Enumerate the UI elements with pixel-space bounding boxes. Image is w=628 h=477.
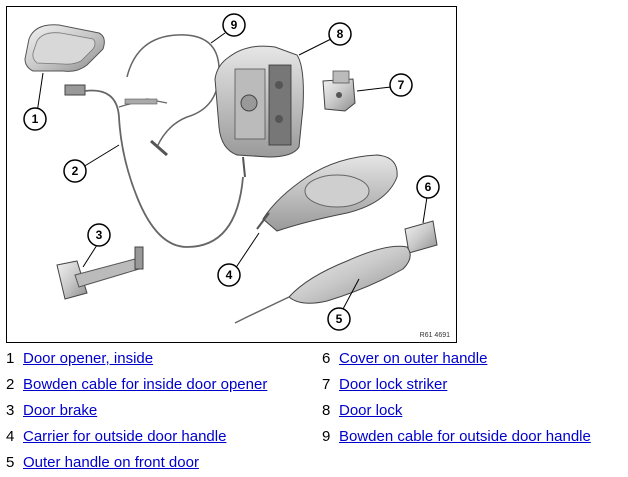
parts-illustration: 1 2 3 4 5 6 7 — [7, 7, 456, 342]
legend-number: 1 — [6, 350, 23, 368]
inside-door-opener-part — [25, 25, 104, 72]
legend-link-handle-cover[interactable]: Cover on outer handle — [339, 350, 487, 367]
callout-label-5: 5 — [336, 312, 343, 326]
callout-label-6: 6 — [425, 180, 432, 194]
callout-label-2: 2 — [72, 164, 79, 178]
door-lock-striker-part — [323, 71, 355, 111]
legend-link-door-lock[interactable]: Door lock — [339, 402, 402, 419]
legend-link-handle-carrier[interactable]: Carrier for outside door handle — [23, 428, 226, 445]
callout-4: 4 — [218, 233, 259, 286]
callout-6: 6 — [417, 176, 439, 223]
outer-handle-part — [235, 246, 410, 323]
parts-diagram: 1 2 3 4 5 6 7 — [6, 6, 457, 343]
legend-number: 6 — [322, 350, 339, 368]
callout-label-1: 1 — [32, 112, 39, 126]
inside-cable-part — [65, 85, 243, 247]
handle-carrier-part — [257, 155, 397, 231]
legend-number: 3 — [6, 402, 23, 420]
legend-link-door-opener[interactable]: Door opener, inside — [23, 350, 153, 367]
callout-3: 3 — [83, 224, 110, 267]
legend-link-outside-cable[interactable]: Bowden cable for outside door handle — [339, 428, 591, 445]
figure-code: R61 4691 — [420, 332, 450, 339]
callout-label-4: 4 — [226, 268, 233, 282]
legend-number: 4 — [6, 428, 23, 446]
callout-8: 8 — [299, 23, 351, 55]
callout-1: 1 — [24, 73, 46, 130]
handle-cover-part — [405, 221, 437, 253]
legend-link-outer-handle[interactable]: Outer handle on front door — [23, 454, 199, 471]
legend-link-door-brake[interactable]: Door brake — [23, 402, 97, 419]
callout-label-9: 9 — [231, 18, 238, 32]
callout-label-7: 7 — [398, 78, 405, 92]
legend-link-inside-cable[interactable]: Bowden cable for inside door opener — [23, 376, 267, 393]
door-brake-part — [57, 247, 143, 299]
legend-number: 8 — [322, 402, 339, 420]
callout-2: 2 — [64, 145, 119, 182]
callout-9: 9 — [211, 14, 245, 43]
legend-number: 5 — [6, 454, 23, 472]
door-lock-part — [215, 46, 303, 157]
legend-number: 7 — [322, 376, 339, 394]
callout-7: 7 — [357, 74, 412, 96]
legend-number: 2 — [6, 376, 23, 394]
legend-link-lock-striker[interactable]: Door lock striker — [339, 376, 447, 393]
callout-label-8: 8 — [337, 27, 344, 41]
callout-label-3: 3 — [96, 228, 103, 242]
legend-number: 9 — [322, 428, 339, 446]
